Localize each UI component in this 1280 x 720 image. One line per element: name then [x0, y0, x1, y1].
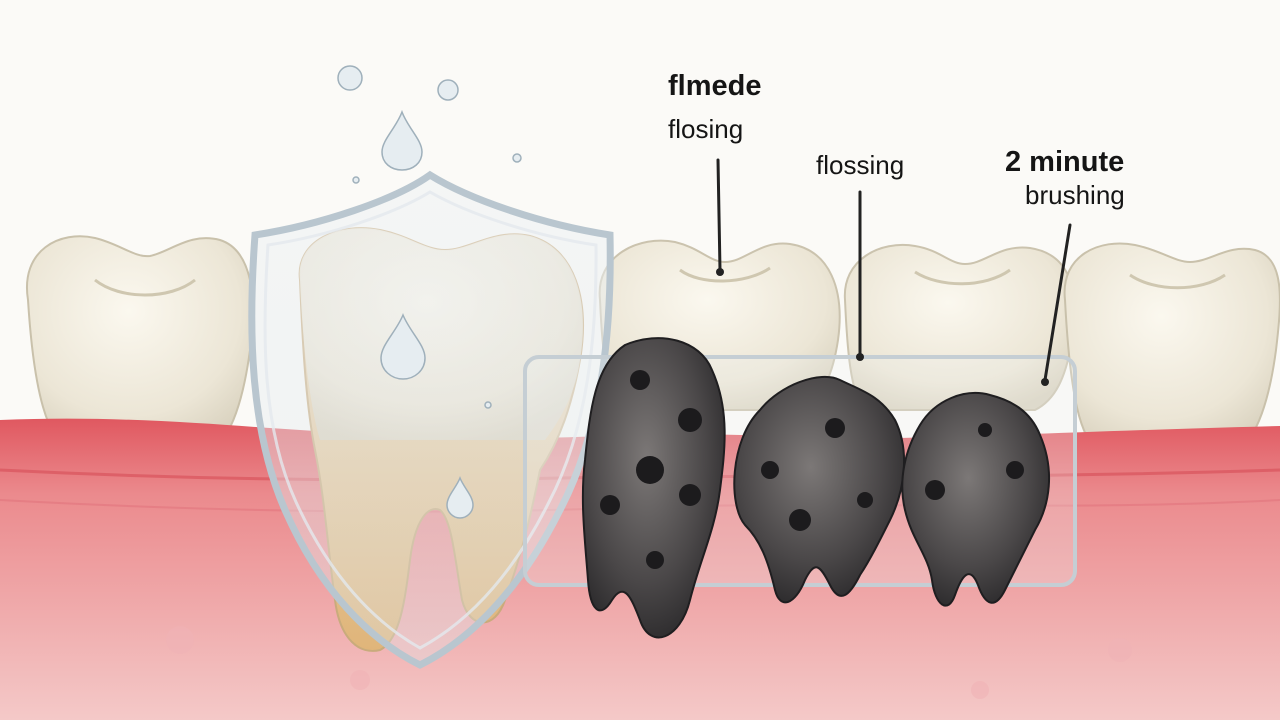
- decayed-molar-3: [901, 392, 1050, 607]
- label-top-left-bold: flmede: [668, 70, 762, 102]
- decayed-molar-1: [581, 337, 726, 639]
- pointer-dot-2: [856, 353, 864, 361]
- label-right-bold: 2 minute: [1005, 146, 1125, 178]
- shield-icon: [248, 170, 614, 669]
- decayed-molar-2: [733, 375, 905, 604]
- label-pointers: [716, 158, 1072, 382]
- pointer-dot-1: [716, 268, 724, 276]
- healthy-tooth-left: [25, 235, 255, 451]
- healthy-tooth-right: [1063, 242, 1280, 453]
- healthy-tooth-center-right: [843, 244, 1076, 411]
- label-right-sub: brushing: [1025, 180, 1125, 210]
- water-drops: [337, 65, 522, 519]
- label-middle: flossing: [816, 150, 905, 180]
- pointer-dot-3: [1041, 378, 1049, 386]
- label-top-left-sub: flosing: [668, 114, 744, 144]
